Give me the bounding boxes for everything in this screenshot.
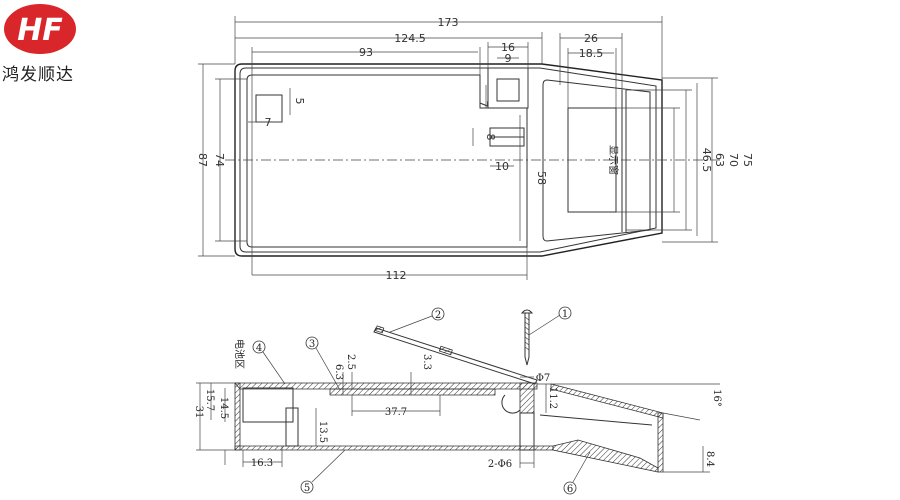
- right-wall: [657, 412, 664, 473]
- dim-3-3: 3.3: [421, 354, 432, 370]
- outer-outline-inner: [239, 67, 657, 253]
- callout-4: 4: [256, 343, 262, 354]
- outer-outline: [234, 63, 663, 257]
- dim-18-5: 18.5: [579, 47, 604, 60]
- dim-2-phi-6: 2-Φ6: [488, 459, 512, 470]
- dim-16: 16: [501, 41, 515, 54]
- dim-173: 173: [438, 16, 459, 29]
- slot: [487, 67, 529, 109]
- dim-75: 75: [741, 153, 754, 167]
- dim-124-5: 124.5: [394, 32, 426, 45]
- tapered-bottom: [552, 439, 659, 473]
- dim-7-vertical: 7: [477, 101, 490, 108]
- display-frame: [542, 79, 651, 242]
- dim-16-3: 16.3: [251, 458, 273, 469]
- dim-8: 8: [484, 134, 497, 141]
- screw: [520, 309, 534, 366]
- section-view: 1 2 3 4 5 6 电池区 31 15.7 14.5 16.3 13.5 6…: [193, 306, 722, 495]
- dim-13-5: 13.5: [317, 421, 328, 443]
- dim-14-5: 14.5: [218, 397, 229, 419]
- left-wall: [234, 382, 241, 451]
- dim-9: 9: [505, 52, 512, 65]
- top-view: 显示窗 173 124.5 93 16 9 26 18.5 112 7 5 7 …: [196, 16, 754, 282]
- dim-26: 26: [584, 32, 598, 45]
- dim-7-horizontal: 7: [265, 116, 272, 129]
- dim-16-degrees: 16°: [711, 389, 722, 407]
- dim-8-4: 8.4: [704, 451, 715, 467]
- standoff: [519, 412, 535, 451]
- callout-5: 5: [304, 483, 310, 494]
- dim-2-5: 2.5: [345, 354, 356, 370]
- callout-6: 6: [567, 484, 573, 495]
- callout-3: 3: [309, 339, 315, 350]
- display-window-label: 显示窗: [607, 145, 620, 175]
- dim-74: 74: [213, 153, 226, 167]
- dim-112: 112: [386, 269, 407, 282]
- dim-70: 70: [727, 153, 740, 167]
- brand-name: 鸿发顺达: [2, 65, 74, 85]
- slot-inner: [496, 78, 520, 102]
- boss: [519, 382, 535, 414]
- dim-11-2: 11.2: [547, 387, 558, 409]
- battery-area-label: 电池区: [233, 339, 246, 369]
- dim-93: 93: [359, 46, 373, 59]
- dim-63: 63: [713, 153, 726, 167]
- dim-6-3: 6.3: [333, 364, 344, 380]
- dim-10: 10: [495, 160, 509, 173]
- dim-46-5: 46.5: [700, 148, 713, 173]
- dim-31: 31: [193, 406, 204, 419]
- hf-logo: HF: [4, 4, 76, 54]
- tapered-top: [550, 383, 664, 419]
- post: [285, 407, 299, 447]
- dim-58: 58: [535, 171, 548, 185]
- dim-37-7: 37.7: [385, 407, 407, 418]
- lid-2: [373, 327, 538, 385]
- svg-text:HF: HF: [17, 13, 63, 48]
- inner-cavity: [246, 74, 528, 248]
- dim-5: 5: [293, 98, 306, 105]
- boss-arc: [501, 394, 521, 414]
- dim-87: 87: [196, 153, 209, 167]
- callout-2: 2: [435, 310, 441, 321]
- dim-15-7: 15.7: [204, 389, 215, 411]
- battery-cover: [329, 388, 496, 396]
- callout-1: 1: [562, 309, 568, 320]
- bottom-wall: [234, 445, 554, 451]
- dim-phi-7: Φ7: [536, 373, 551, 384]
